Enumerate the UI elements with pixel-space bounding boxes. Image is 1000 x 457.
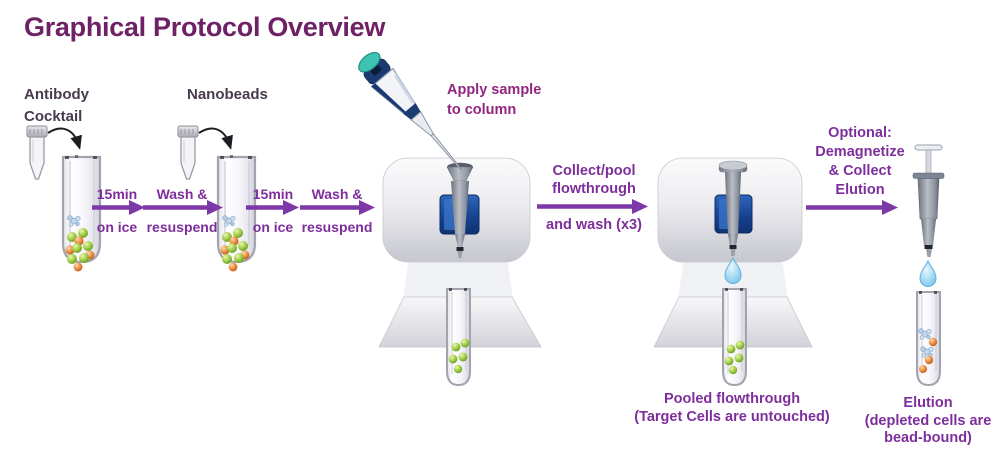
arrow-incubate2-icon: [246, 200, 299, 215]
sample-tube-1-icon: [61, 155, 102, 272]
apply-sample-label: Apply sample to column: [447, 82, 542, 118]
flowthrough-droplet-icon: [724, 256, 742, 284]
incubate2-label-top: 15min: [252, 186, 294, 202]
pour-arrow-1-icon: [47, 127, 82, 150]
pooled-flowthrough-label: Pooled flowthrough (Target Cells are unt…: [634, 391, 830, 425]
pooled-flowthrough-tube-icon: [722, 288, 747, 387]
incubate1-label-bottom: on ice: [96, 219, 138, 235]
antibody-cocktail-label: Antibody Cocktail: [24, 86, 89, 125]
nanobeads-microtube-icon: [177, 125, 199, 180]
page-title: Graphical Protocol Overview: [24, 12, 386, 42]
pour-arrow-2-icon: [198, 127, 233, 150]
collect-label-bottom: and wash (x3): [546, 217, 642, 233]
arrow-incubate1-icon: [92, 200, 145, 215]
arrow-wash1-icon: [143, 200, 223, 215]
wash2-label-bottom: resuspend: [301, 219, 373, 235]
collect-label-top: Collect/pool flowthrough: [552, 163, 636, 197]
elution-droplet-icon: [919, 259, 937, 287]
elution-tube-icon: [916, 291, 941, 387]
wash1-label-top: Wash &: [156, 186, 208, 202]
sample-tube-2-icon: [216, 155, 257, 272]
column-2-icon: [725, 172, 741, 196]
arrow-collect-icon: [537, 199, 648, 214]
arrow-wash2-icon: [300, 200, 375, 215]
elution-column-icon: [912, 144, 945, 287]
wash1-label-bottom: resuspend: [146, 219, 218, 235]
magnet-stand-1-icon: [378, 157, 542, 348]
arrow-optional-icon: [806, 200, 898, 215]
collection-tube-1-icon: [446, 288, 471, 387]
wash2-label-top: Wash &: [311, 186, 363, 202]
antibody-microtube-icon: [26, 125, 48, 180]
pipette-icon: [358, 51, 463, 171]
step-arrows: [92, 199, 898, 215]
incubate1-label-top: 15min: [96, 186, 138, 202]
nanobeads-label: Nanobeads: [187, 86, 268, 103]
optional-elution-label: Optional: Demagnetize & Collect Elution: [815, 125, 905, 198]
incubate2-label-bottom: on ice: [252, 219, 294, 235]
elution-label: Elution (depleted cells are bead-bound): [864, 395, 992, 446]
